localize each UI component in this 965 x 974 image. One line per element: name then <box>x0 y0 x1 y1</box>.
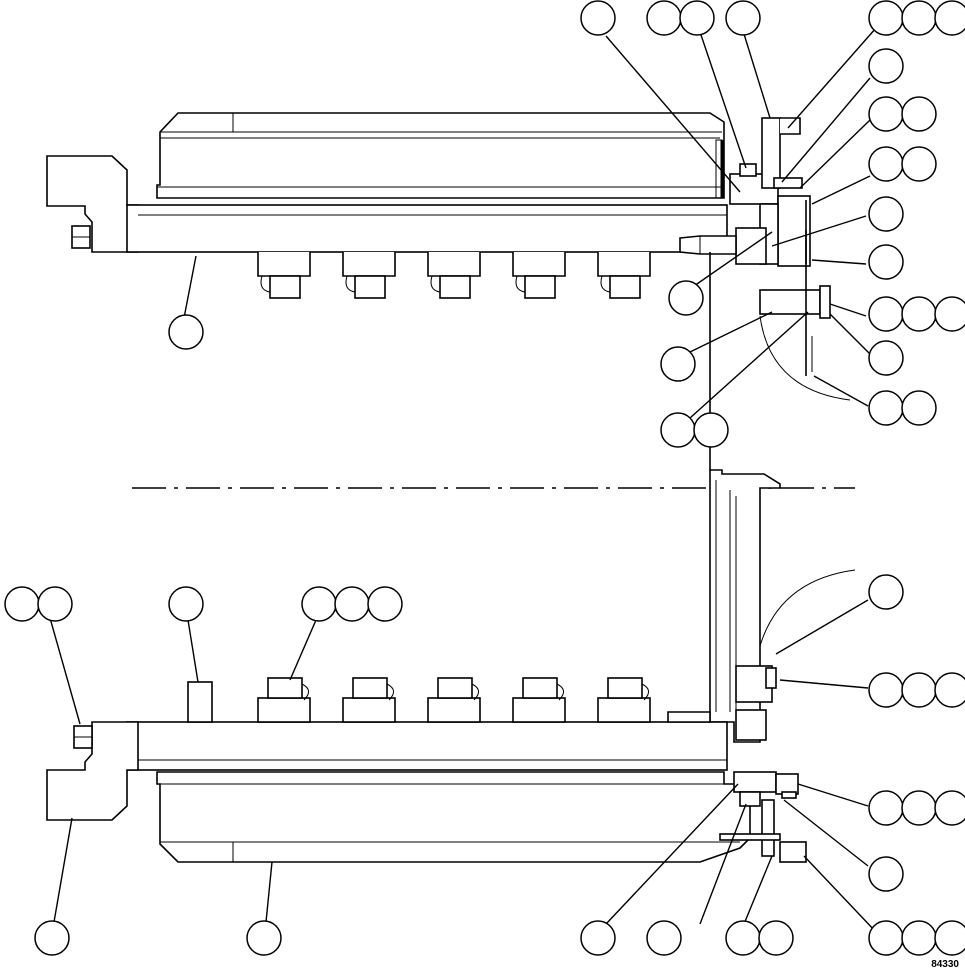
lower-clips <box>187 677 651 723</box>
upper-clips <box>257 252 651 299</box>
lower-right-3-callout-3 <box>934 790 965 826</box>
lower-left-row-1-callout-2 <box>37 586 73 622</box>
top-row-4-callout-2 <box>901 0 937 36</box>
lower-cover <box>156 771 751 863</box>
left-side-3-callout-2 <box>693 412 729 448</box>
upper-assembly <box>46 112 851 470</box>
top-row-1-callout-1 <box>580 0 616 36</box>
right-side-7-callout-1 <box>868 390 904 426</box>
left-side-1-callout-1 <box>668 280 704 316</box>
lower-right-2-callout-3 <box>934 672 965 708</box>
right-side-1-callout-1 <box>868 48 904 84</box>
left-side-3-callout-1 <box>660 412 696 448</box>
lower-left-row-3-callout-1 <box>301 586 337 622</box>
lower-right-4-callout-1 <box>868 856 904 892</box>
lower-left-row-3-callout-2 <box>334 586 370 622</box>
lower-main-plate <box>126 721 728 771</box>
callout-bubbles <box>4 0 965 956</box>
lower-right-3-callout-1 <box>868 790 904 826</box>
right-side-6-callout-1 <box>868 340 904 376</box>
right-side-extra-1-callout-1 <box>868 244 904 280</box>
bottom-row-4-callout-1 <box>34 920 70 956</box>
right-side-5-callout-1 <box>868 296 904 332</box>
bottom-row-6-callout-3 <box>934 920 965 956</box>
right-side-5-callout-2 <box>901 296 937 332</box>
right-side-2-callout-1 <box>868 96 904 132</box>
right-side-3-callout-1 <box>868 146 904 182</box>
lower-right-2-callout-2 <box>901 672 937 708</box>
top-row-4-callout-3 <box>934 0 965 36</box>
bottom-row-6-callout-1 <box>868 920 904 956</box>
bottom-row-3-callout-1 <box>725 920 761 956</box>
lower-left-bracket <box>46 721 139 821</box>
lower-left-row-2-callout-1 <box>168 586 204 622</box>
right-side-5-callout-3 <box>934 296 965 332</box>
lower-left-row-1-callout-1 <box>4 586 40 622</box>
bottom-row-1-callout-1 <box>580 920 616 956</box>
upper-cover <box>156 112 725 199</box>
top-row-2-callout-2 <box>679 0 715 36</box>
right-side-2-callout-2 <box>901 96 937 132</box>
lower-flange <box>709 469 781 743</box>
top-row-4-callout-1 <box>868 0 904 36</box>
upper-left-bracket <box>46 155 139 253</box>
bottom-row-3-callout-2 <box>758 920 794 956</box>
right-side-4-callout-1 <box>868 196 904 232</box>
bottom-row-6-callout-2 <box>901 920 937 956</box>
bottom-row-2-callout-1 <box>646 920 682 956</box>
left-side-4-callout-1 <box>168 314 204 350</box>
bottom-row-5-callout-1 <box>246 920 282 956</box>
lower-right-2-callout-1 <box>868 672 904 708</box>
right-side-3-callout-2 <box>901 146 937 182</box>
lower-right-hardware <box>719 771 807 863</box>
top-row-3-callout-1 <box>725 0 761 36</box>
lower-right-1-callout-1 <box>868 574 904 610</box>
top-row-2-callout-1 <box>646 0 682 36</box>
lower-left-row-3-callout-3 <box>367 586 403 622</box>
lower-right-3-callout-2 <box>901 790 937 826</box>
lower-assembly <box>46 469 856 863</box>
leader-lines <box>49 27 877 933</box>
right-side-7-callout-2 <box>901 390 937 426</box>
left-side-2-callout-1 <box>660 346 696 382</box>
upper-main-plate <box>126 204 728 253</box>
figure-reference-code: 84330 <box>931 959 959 970</box>
